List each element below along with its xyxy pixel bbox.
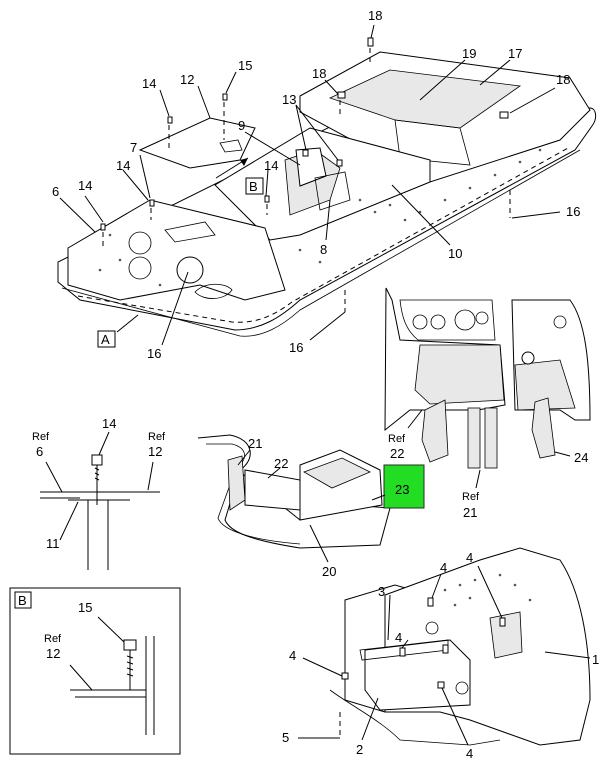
callout-4: 4 xyxy=(440,560,447,575)
ref-12-number: 12 xyxy=(46,646,60,661)
ref-21-number: 21 xyxy=(463,505,477,520)
fastener-bolts xyxy=(100,37,509,231)
highlighted-callout-23[interactable]: 23 xyxy=(383,464,425,509)
callout-4: 4 xyxy=(289,648,296,663)
callout-8: 8 xyxy=(320,242,327,257)
callout-19: 19 xyxy=(462,46,476,61)
svg-text:23: 23 xyxy=(395,482,409,497)
callout-17: 17 xyxy=(508,46,522,61)
callout-15: 15 xyxy=(238,58,252,73)
callout-18: 18 xyxy=(312,66,326,81)
callout-11: 11 xyxy=(46,536,60,551)
step-mat-detail: 21 22 20 23 xyxy=(197,434,425,579)
ref-12-number: 12 xyxy=(148,444,162,459)
floor-mat-21 xyxy=(484,407,498,469)
callout-2: 2 xyxy=(356,742,363,757)
callout-5: 5 xyxy=(282,730,289,745)
bolt-section-detail: 14 Ref 6 Ref 12 11 xyxy=(32,416,166,570)
svg-text:B: B xyxy=(18,593,27,608)
detail-b-box: B 15 Ref 12 xyxy=(9,587,181,755)
floor-assembly xyxy=(57,24,597,346)
floor-mat-24 xyxy=(531,397,556,459)
battery-box-detail: 4 4 4 4 4 3 1 5 2 xyxy=(282,547,599,761)
callout-14: 14 xyxy=(264,158,278,173)
callout-21: 21 xyxy=(248,436,262,451)
view-label-b: B xyxy=(245,177,264,195)
callout-22: 22 xyxy=(274,456,288,471)
ref-6-label: Ref xyxy=(32,431,50,443)
callout-18: 18 xyxy=(556,72,570,87)
callout-18: 18 xyxy=(368,8,382,23)
callout-3: 3 xyxy=(378,584,385,599)
cab-interior-view: Ref 22 Ref 21 24 xyxy=(384,287,591,520)
ref-22-number: 22 xyxy=(390,446,404,461)
callout-16: 16 xyxy=(147,346,161,361)
callout-6: 6 xyxy=(52,184,59,199)
callout-1: 1 xyxy=(592,652,599,667)
floor-mat-21 xyxy=(467,407,481,469)
svg-text:A: A xyxy=(101,332,110,347)
callout-4: 4 xyxy=(395,630,402,645)
callout-20: 20 xyxy=(322,564,336,579)
ref-12-label: Ref xyxy=(148,431,166,443)
callout-4: 4 xyxy=(466,550,473,565)
ref-12-label: Ref xyxy=(44,633,62,645)
ref-6-number: 6 xyxy=(36,444,43,459)
callout-24: 24 xyxy=(574,450,588,465)
callout-16: 16 xyxy=(566,204,580,219)
callout-15: 15 xyxy=(78,600,92,615)
ref-22-label: Ref xyxy=(388,433,406,445)
svg-text:B: B xyxy=(249,179,258,194)
ref-21-label: Ref xyxy=(462,491,480,503)
callout-13: 13 xyxy=(282,92,296,107)
callout-14: 14 xyxy=(102,416,116,431)
main-callouts: 18 19 17 18 18 14 12 15 13 9 7 14 14 14 … xyxy=(52,8,580,361)
callout-7: 7 xyxy=(130,140,137,155)
callout-14: 14 xyxy=(116,158,130,173)
callout-10: 10 xyxy=(448,246,462,261)
callout-14: 14 xyxy=(142,76,156,91)
floor-mat-22 xyxy=(421,399,449,463)
callout-14: 14 xyxy=(78,178,92,193)
callout-9: 9 xyxy=(238,118,245,133)
callout-16: 16 xyxy=(289,340,303,355)
callout-12: 12 xyxy=(180,72,194,87)
view-label-a: A xyxy=(97,330,116,348)
callout-4: 4 xyxy=(466,746,473,761)
